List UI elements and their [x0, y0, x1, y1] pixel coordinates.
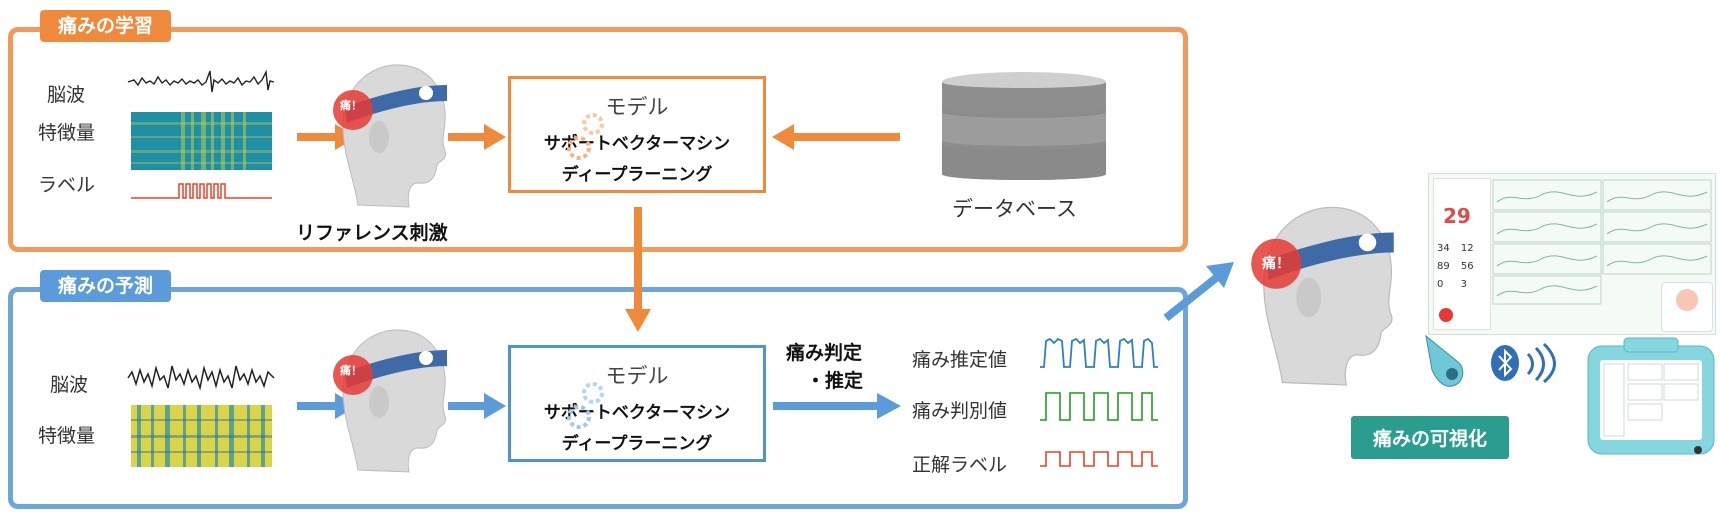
- pain-discrimination-label: 痛み判別値: [912, 400, 1008, 422]
- learning-tag: 痛みの学習: [40, 10, 172, 42]
- pain-estimation-label: ・推定: [806, 370, 864, 392]
- prediction-arrow-to-outputs: [773, 393, 901, 419]
- prediction-gear-icon: [567, 382, 604, 429]
- learning-head-illustration: [333, 64, 447, 208]
- bluetooth-icon: [1491, 345, 1519, 381]
- monitor-value-3: 89: [1437, 261, 1450, 272]
- learning-model-title: モデル: [605, 95, 669, 119]
- wireless-signal-icon: [1526, 342, 1556, 384]
- prediction-panel: [8, 287, 1188, 509]
- visualization-tag: 痛みの可視化: [1351, 416, 1510, 459]
- database-label: データベース: [952, 197, 1077, 221]
- prediction-model-svm: サポートベクターマシン: [543, 403, 731, 423]
- learning-gear-icon: [567, 113, 604, 160]
- record-button-icon[interactable]: [1439, 308, 1453, 322]
- prediction-model-dl: ディープラーニング: [561, 434, 713, 454]
- prediction-model-title: モデル: [605, 364, 669, 388]
- learning-model-dl: ディープラーニング: [561, 165, 713, 185]
- learning-model-box: モデル サポートベクターマシン ディープラーニング: [508, 76, 766, 193]
- prediction-eeg-label: 脳波: [50, 374, 89, 396]
- learning-head-badge: 痛！: [340, 99, 362, 112]
- monitor-value-5: 0: [1437, 279, 1444, 290]
- monitor-value-6: 3: [1460, 279, 1467, 290]
- prediction-arrow-to-model: [448, 393, 506, 419]
- learning-feature-label: 特徴量: [38, 122, 96, 144]
- tablet-device-icon: [1587, 337, 1715, 455]
- pain-judgment-label: 痛み判定: [786, 342, 863, 364]
- sensor-device-icon: [1425, 334, 1464, 387]
- prediction-feature-label: 特徴量: [38, 425, 96, 447]
- prediction-eeg-trace: [127, 365, 275, 391]
- mascot-card: [1661, 282, 1713, 332]
- prediction-feature-heatmap: [131, 405, 272, 467]
- learning-label-label: ラベル: [38, 174, 96, 196]
- learning-arrow-to-model: [448, 124, 506, 150]
- reference-stimulus-label: リファレンス刺激: [296, 222, 448, 244]
- prediction-tag: 痛みの予測: [40, 270, 172, 302]
- monitor-value-1: 34: [1437, 243, 1450, 254]
- pain-estimate-label: 痛み推定値: [912, 349, 1008, 371]
- learning-eeg-trace: [127, 69, 275, 93]
- learning-label-wave: [131, 183, 272, 199]
- learning-feature-heatmap: [131, 112, 272, 170]
- monitor-value-2: 12: [1460, 243, 1474, 254]
- prediction-head-badge: 痛！: [340, 364, 362, 377]
- monitor-waves: [1492, 179, 1712, 305]
- visualization-arrow: [1163, 262, 1234, 322]
- pain-estimate-wave: [1040, 337, 1158, 368]
- ground-truth-label: 正解ラベル: [912, 454, 1008, 476]
- visualization-head-badge: 痛！: [1262, 256, 1290, 272]
- learning-eeg-label: 脳波: [47, 84, 86, 106]
- ground-truth-wave: [1040, 451, 1158, 467]
- visualization-head-illustration: [1251, 206, 1394, 386]
- prediction-head-illustration: [333, 329, 447, 473]
- learning-panel: [8, 27, 1188, 252]
- monitor-score: 29: [1443, 204, 1471, 228]
- database-icon: [942, 72, 1106, 180]
- monitor-value-4: 56: [1460, 261, 1474, 272]
- prediction-model-box: モデル サポートベクターマシン ディープラーニング: [508, 345, 766, 462]
- model-transfer-arrow: [625, 207, 651, 332]
- learning-model-svm: サポートベクターマシン: [543, 134, 731, 154]
- monitor-screen: 29 34 12 89 56 0 3: [1428, 173, 1716, 335]
- pain-discrimination-wave: [1040, 392, 1158, 421]
- database-arrow-to-model: [772, 124, 900, 150]
